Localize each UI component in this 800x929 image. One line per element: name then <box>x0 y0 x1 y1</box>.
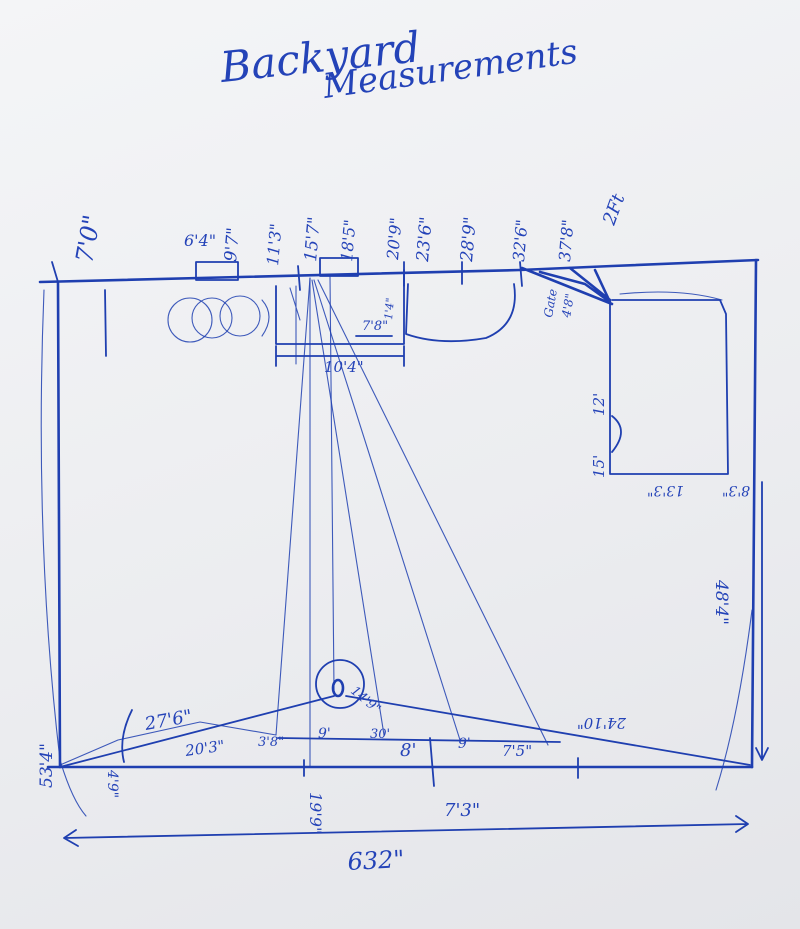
label-shed-depth: 7'8" <box>362 319 388 334</box>
right-curve <box>715 609 753 791</box>
label-right-13-3: 13'3" <box>647 482 684 498</box>
label-9: 9' <box>318 726 331 742</box>
label-shed-small: 1'4" <box>382 297 397 320</box>
label-top-18-5: 18'5" <box>337 219 360 263</box>
left-curve <box>40 289 87 817</box>
label-7-3: 7'3" <box>444 800 480 821</box>
sight-line-6 <box>317 279 549 746</box>
sight-line-4 <box>311 279 385 736</box>
bottom-dot-line <box>277 737 561 743</box>
label-right-15: 15' <box>590 455 608 478</box>
sight-line-2 <box>329 275 335 691</box>
label-right-side: 48'4" <box>711 579 731 625</box>
label-24-10: 24'10" <box>577 714 627 732</box>
diagonal-right <box>345 695 751 766</box>
label-top-11-3: 11'3" <box>263 223 286 267</box>
right-side-arrow <box>755 481 769 761</box>
yard-left-edge <box>56 281 62 769</box>
label-left-side: 53'4" <box>37 743 57 788</box>
bottom-brace <box>121 709 133 763</box>
label-4-9: 4'9" <box>104 769 120 798</box>
label-27-6: 27'6" <box>142 706 194 735</box>
label-right-8-3: 8'3" <box>722 482 750 498</box>
plant-circle-3 <box>219 295 261 337</box>
bottom-ticks <box>303 737 579 787</box>
label-top-15-7: 15'7" <box>301 216 325 263</box>
label-8: 8' <box>400 740 416 761</box>
label-20-3: 20'3" <box>183 737 226 760</box>
shed-width-line <box>275 345 405 367</box>
yard-top-edge <box>38 258 760 284</box>
yard-right-edge <box>750 258 758 769</box>
label-right-12: 12' <box>590 393 608 416</box>
gate-corner <box>520 266 614 306</box>
pond-shape <box>405 283 516 343</box>
sight-line-3 <box>275 277 311 736</box>
label-3-8: 3'8" <box>258 735 284 750</box>
tree-trunk <box>331 678 345 698</box>
total-width-arrow <box>63 815 749 847</box>
label-top-2ft: 2Ft <box>599 191 630 229</box>
label-top-23-6: 23'6" <box>413 216 437 264</box>
label-19-9: 19'9" <box>306 792 325 834</box>
right-enclosure <box>609 299 729 475</box>
label-30: 30' <box>370 727 390 742</box>
tree-circle <box>315 659 365 709</box>
label-7-5: 7'5" <box>502 742 532 760</box>
label-top-28-9: 28'9" <box>457 216 481 264</box>
label-shed-width: 10'4" <box>324 358 364 376</box>
label-top-37-8: 37'8" <box>555 219 578 263</box>
top-box-6-4 <box>195 261 239 281</box>
plant-arc <box>261 299 270 337</box>
diagonal-left-2 <box>59 721 277 766</box>
label-gate: Gate <box>541 288 560 319</box>
label-top-32-6: 32'6" <box>509 219 532 263</box>
label-top-9-7: 9'7" <box>221 227 244 263</box>
right-enclosure-top <box>619 291 723 301</box>
label-top-7-0: 7'0" <box>70 213 106 265</box>
plant-circle-1 <box>167 297 213 343</box>
label-top-20-9: 20'9" <box>383 217 406 262</box>
top-box-15-7 <box>319 257 359 277</box>
label-14-9: 14'9" <box>347 684 383 718</box>
label-total-width: 632" <box>347 845 405 876</box>
label-9b: 9' <box>458 736 471 752</box>
sight-line-5 <box>313 279 461 741</box>
label-gate-4-8: 4'8" <box>559 292 577 319</box>
sight-line-7 <box>289 285 301 365</box>
shed-outline <box>275 269 405 345</box>
plant-circle-2 <box>191 297 233 339</box>
label-top-6-4: 6'4" <box>184 231 216 250</box>
diagonal-left <box>59 695 335 768</box>
top-left-tick <box>51 261 107 357</box>
right-enclosure-arc <box>611 415 622 453</box>
